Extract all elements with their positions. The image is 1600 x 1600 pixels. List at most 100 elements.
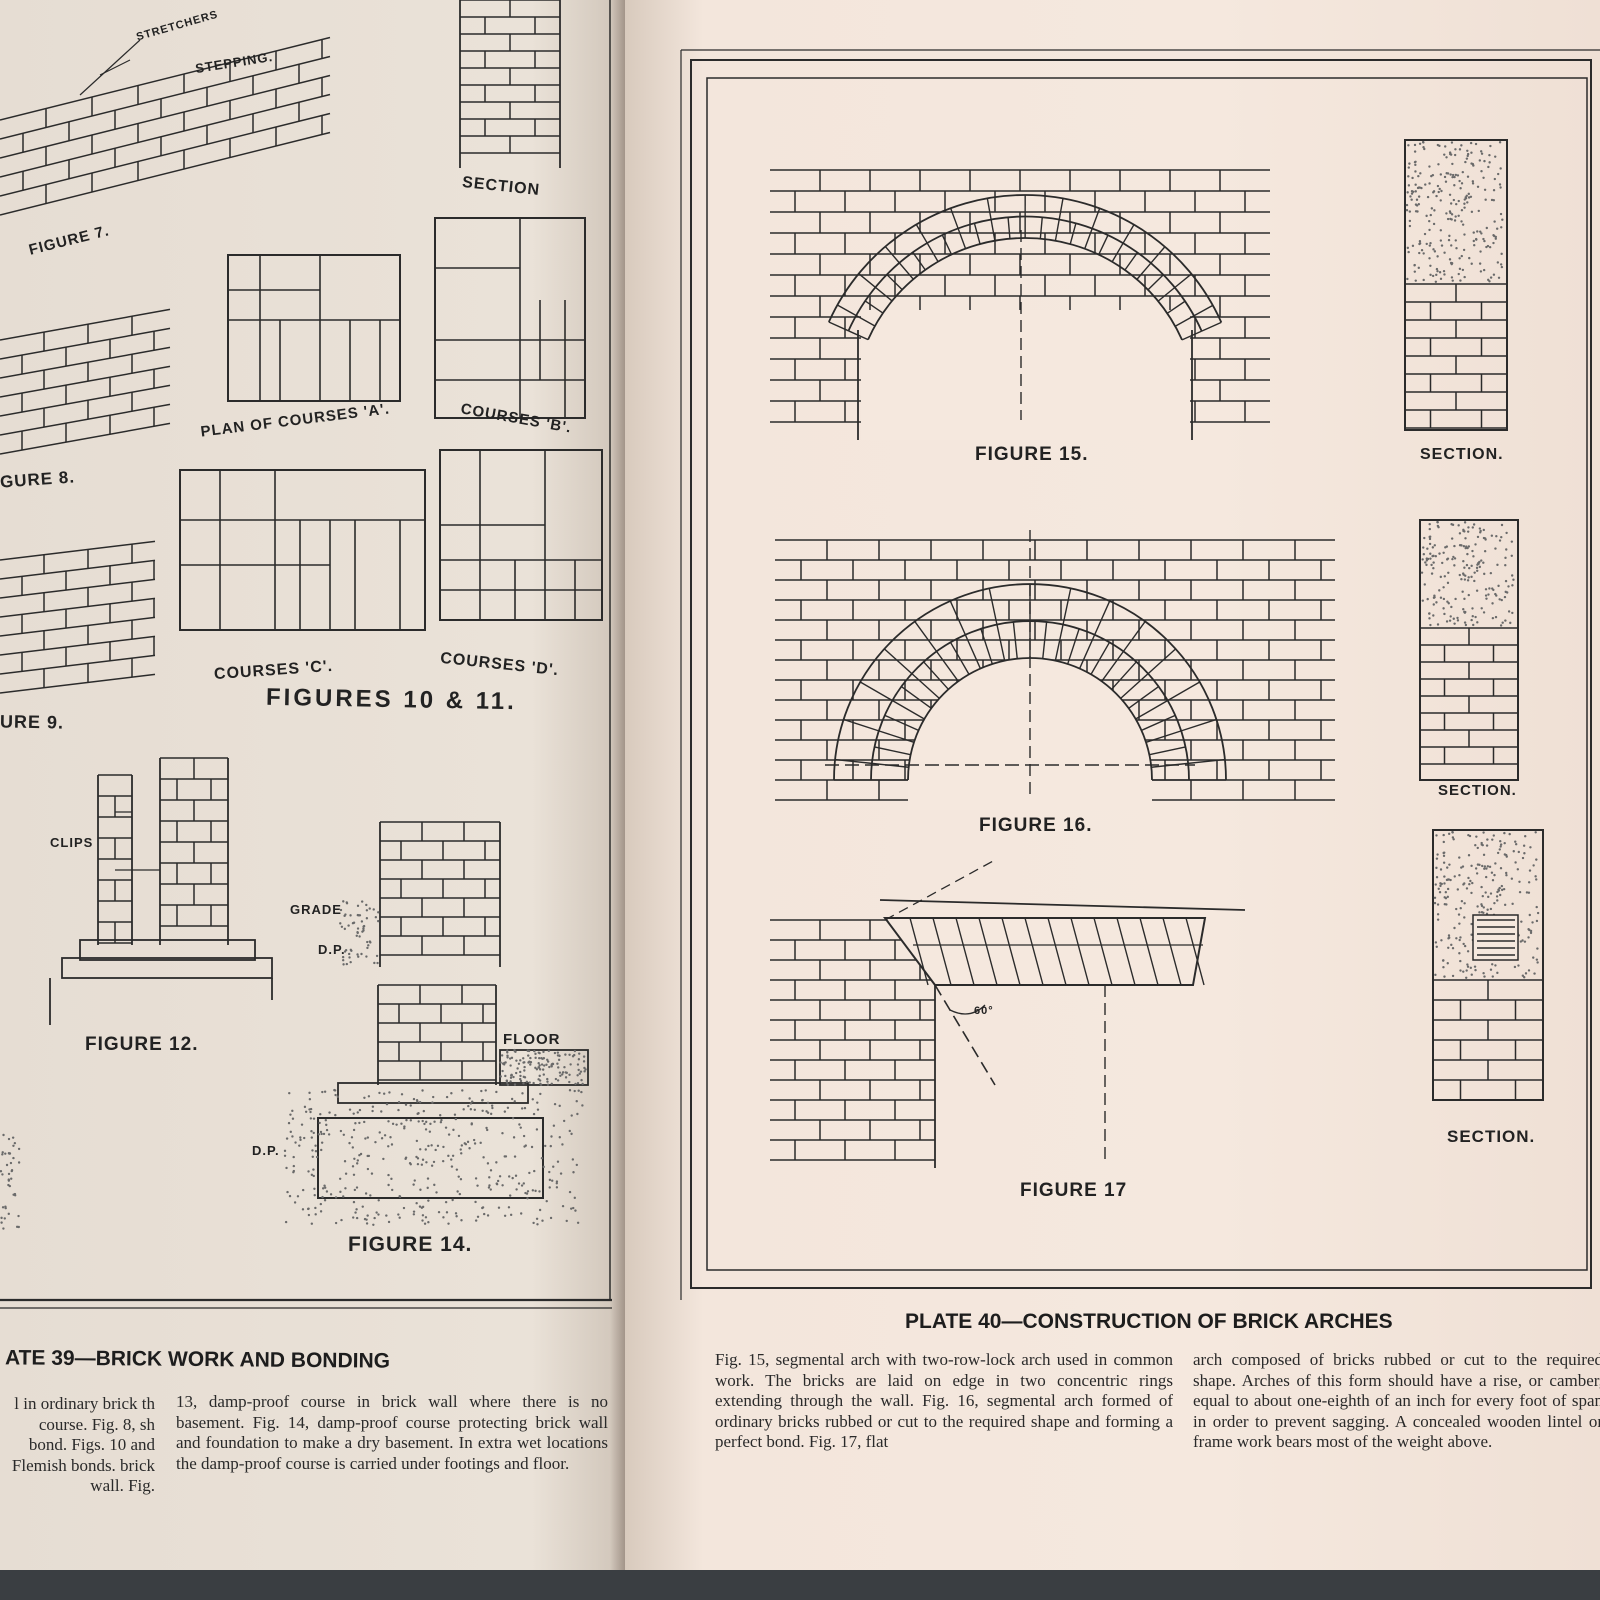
brick-course-line xyxy=(0,616,156,637)
stipple-dot xyxy=(579,1070,583,1073)
stipple-dot xyxy=(403,1125,406,1128)
stipple-dot xyxy=(1494,547,1497,550)
stipple-dot xyxy=(373,1216,376,1220)
stipple-dot xyxy=(1527,969,1531,972)
stipple-dot xyxy=(1503,841,1506,845)
stipple-dot xyxy=(511,1176,514,1180)
stipple-dot xyxy=(1453,564,1456,567)
stipple-dot xyxy=(435,1191,438,1194)
stipple-dot xyxy=(1501,218,1504,221)
stipple-dot xyxy=(1437,190,1440,194)
stipple-dot xyxy=(1443,875,1446,878)
stipple-dot xyxy=(1413,160,1417,164)
stipple-dot xyxy=(1517,964,1520,967)
stipple-dot xyxy=(1470,864,1473,868)
stipple-dot xyxy=(568,1089,572,1092)
stipple-dot xyxy=(354,1122,357,1125)
stipple-dot xyxy=(307,1213,311,1217)
label-clips: CLIPS xyxy=(50,835,94,850)
label-section-15: SECTION. xyxy=(1420,446,1504,463)
stipple-dot xyxy=(484,1089,487,1092)
drawing-frame xyxy=(690,59,1592,1289)
stipple-dot xyxy=(1447,238,1451,242)
stipple-dot xyxy=(311,1149,314,1152)
stipple-dot xyxy=(570,1114,573,1117)
stipple-dot xyxy=(1456,616,1459,620)
stipple-dot xyxy=(303,1105,307,1109)
stipple-dot xyxy=(538,1064,541,1067)
stipple-dot xyxy=(513,1100,516,1103)
stipple-dot xyxy=(1495,895,1499,898)
stipple-dot xyxy=(576,1063,580,1066)
stipple-dot xyxy=(516,1067,519,1070)
stipple-dot xyxy=(427,1199,430,1202)
foundation-stipple xyxy=(283,1088,584,1227)
voussoir-joint xyxy=(835,758,872,765)
stipple-dot xyxy=(1535,878,1538,881)
stipple-dot xyxy=(1463,597,1466,601)
stipple-dot xyxy=(1503,853,1507,856)
stipple-dot xyxy=(347,952,351,956)
stipple-dot xyxy=(474,1177,478,1180)
stipple-dot xyxy=(540,1156,544,1160)
stipple-dot xyxy=(1449,173,1452,176)
stipple-dot xyxy=(1414,203,1418,206)
stipple-dot xyxy=(1435,273,1438,277)
stipple-dot xyxy=(558,1054,561,1058)
stipple-dot xyxy=(1407,250,1410,254)
stipple-dot xyxy=(355,1216,359,1220)
stipple-dot xyxy=(455,1168,459,1171)
stipple-dot xyxy=(1489,276,1493,279)
stipple-dot xyxy=(1435,876,1439,879)
stipple-dot xyxy=(1450,276,1454,279)
voussoir-joint xyxy=(883,648,913,675)
stipple-dot xyxy=(1466,552,1469,556)
stipple-dot xyxy=(1471,549,1474,553)
stipple-dot xyxy=(325,1128,329,1132)
stipple-dot xyxy=(1428,257,1431,260)
stipple-dot xyxy=(409,1119,413,1122)
stipple-dot xyxy=(486,1214,490,1217)
stipple-dot xyxy=(1470,933,1473,936)
stipple-dot xyxy=(528,1171,531,1175)
stipple-dot xyxy=(291,1109,294,1113)
stipple-dot xyxy=(1474,142,1478,146)
stipple-dot xyxy=(1460,578,1463,581)
stipple-dot xyxy=(523,1061,526,1064)
stipple-dot xyxy=(522,1182,525,1185)
stipple-dot xyxy=(1475,872,1479,875)
stipple-dot xyxy=(307,1170,310,1173)
stipple-dot xyxy=(519,1077,522,1081)
stipple-dot xyxy=(1489,892,1493,895)
stipple-dot xyxy=(1414,183,1417,186)
stipple-dot xyxy=(342,1133,346,1136)
stipple-dot xyxy=(1448,234,1451,238)
stipple-dot xyxy=(510,1097,514,1101)
stipple-dot xyxy=(1476,621,1479,624)
stipple-dot xyxy=(1511,584,1514,587)
stipple-dot xyxy=(372,1223,375,1227)
stipple-dot xyxy=(371,1109,374,1113)
stipple-dot xyxy=(323,1199,327,1202)
stipple-dot xyxy=(1471,182,1475,185)
stipple-dot xyxy=(1461,590,1464,593)
stipple-dot xyxy=(1466,154,1469,158)
stipple-dot xyxy=(7,1172,11,1176)
stipple-dot xyxy=(333,1089,337,1092)
drawing-line xyxy=(99,59,131,76)
stipple-dot xyxy=(1408,210,1412,213)
stipple-dot xyxy=(578,1072,581,1075)
stipple-dot xyxy=(348,956,351,959)
stipple-dot xyxy=(1450,605,1453,609)
stipple-dot xyxy=(424,1148,427,1151)
voussoir-joint xyxy=(843,718,879,732)
stipple-dot xyxy=(576,1112,579,1116)
stipple-dot xyxy=(301,1188,305,1192)
stipple-dot xyxy=(3,1217,6,1220)
stipple-dot xyxy=(1494,155,1497,158)
figure-7-section xyxy=(460,0,560,154)
stipple-dot xyxy=(1425,557,1428,560)
stipple-dot xyxy=(1486,865,1490,868)
stipple-dot xyxy=(1489,968,1493,971)
stipple-dot xyxy=(1459,959,1462,963)
